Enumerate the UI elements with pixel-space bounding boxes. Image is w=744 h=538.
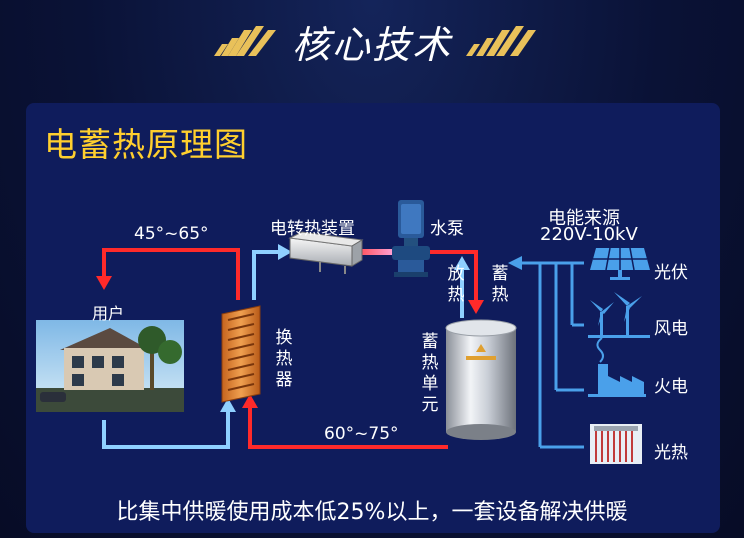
source-label-solar-pv: 光伏	[654, 263, 688, 283]
power-lines	[520, 261, 584, 449]
electric-heater-device	[288, 231, 364, 274]
heat-exchanger	[221, 305, 261, 403]
wind-turbine-icon	[588, 292, 650, 338]
temp-return-label: 60°~75°	[324, 424, 399, 444]
solar-water-heater-icon	[590, 424, 642, 464]
temp-supply-label: 45°~65°	[134, 224, 209, 244]
footer-text: 比集中供暖使用成本低25%以上，一套设备解决供暖	[116, 500, 628, 525]
arrow-up-icon	[454, 256, 470, 270]
charge-label: 蓄热	[491, 264, 509, 305]
arrow-up-icon	[242, 394, 258, 408]
header: 核心技术	[0, 0, 744, 90]
panel-title: 电蓄热原理图	[44, 125, 248, 164]
discharge-label: 放热	[447, 264, 465, 305]
water-pump-device	[392, 200, 430, 277]
header-decoration	[214, 26, 536, 56]
voltage-label: 220V-10kV	[540, 224, 638, 245]
source-label-wind: 风电	[654, 319, 688, 339]
exchanger-label: 换热器	[275, 328, 293, 390]
user-label: 用户	[92, 304, 125, 323]
hot-return	[242, 394, 448, 449]
solar-panel-icon	[590, 247, 650, 280]
power-source-label: 电能来源	[548, 208, 620, 229]
tank-discharge	[454, 256, 470, 318]
arrow-right-icon	[278, 244, 292, 260]
pump-to-tank	[430, 250, 484, 314]
house-image	[36, 320, 184, 412]
heater-pump-pipe	[350, 249, 392, 255]
storage-tank	[445, 319, 517, 440]
cold-to-heater	[252, 244, 292, 300]
hot-loop-top	[96, 248, 240, 300]
pump-label: 水泵	[430, 219, 464, 239]
cold-loop-bottom	[102, 398, 236, 449]
arrow-down-icon	[96, 276, 112, 290]
power-plant-icon	[588, 337, 646, 397]
page-title: 核心技术	[291, 23, 452, 67]
arrow-left-icon	[508, 256, 522, 270]
source-label-thermal: 火电	[654, 377, 688, 397]
logo-icon	[476, 344, 486, 352]
source-label-solar-thermal: 光热	[654, 443, 688, 463]
heater-label: 电转热装置	[270, 219, 355, 239]
storage-unit-label: 蓄热单元	[421, 332, 439, 415]
arrow-up-icon	[220, 398, 236, 412]
arrow-down-icon	[468, 300, 484, 314]
